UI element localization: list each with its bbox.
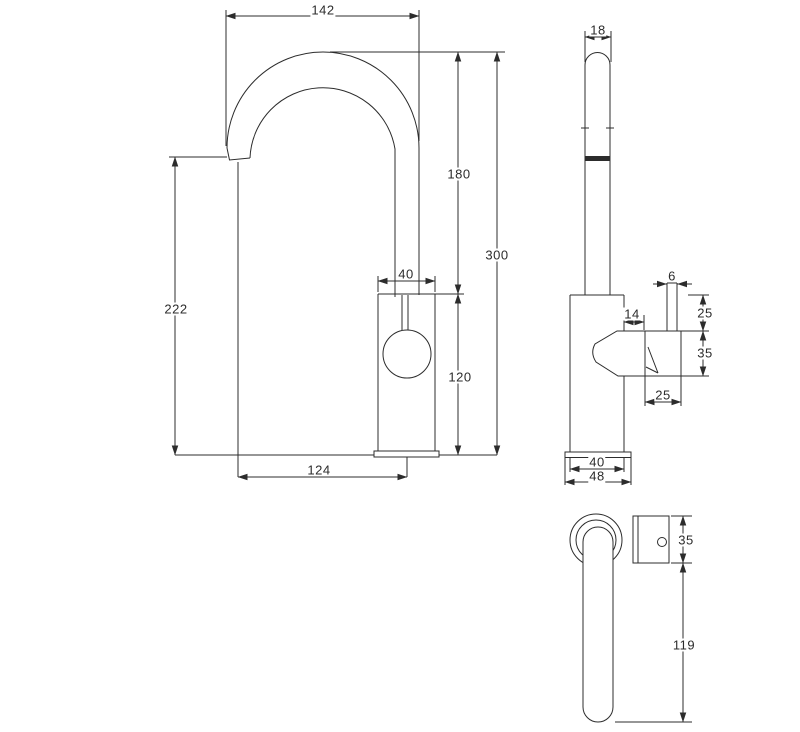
spout-outer-curve	[226, 51, 420, 295]
dim-handle-hub-depth: 35	[677, 532, 695, 548]
spout-inner-curve	[249, 87, 396, 297]
dim-handle-block-height: 35	[696, 345, 714, 361]
dim-spout-tube-diameter: 18	[589, 22, 607, 38]
side-view	[564, 31, 709, 486]
side-extension-lines	[564, 31, 709, 485]
front-view	[169, 10, 505, 481]
top-outline	[569, 513, 670, 723]
top-view	[569, 513, 692, 723]
side-spout-tube	[584, 65, 611, 295]
dim-body-diameter: 40	[397, 266, 415, 282]
dim-base-flange-width: 48	[588, 468, 606, 484]
front-faucet-outline	[226, 51, 440, 458]
top-lever	[582, 526, 614, 723]
dim-spout-rise: 180	[446, 166, 472, 182]
front-dimension-lines	[171, 12, 501, 481]
dim-spout-reach: 124	[306, 462, 332, 478]
front-base-plate	[373, 450, 440, 458]
front-cartridge-stem	[401, 295, 409, 331]
dim-overall-height: 300	[484, 247, 510, 263]
front-handle-ball	[382, 329, 432, 379]
spout-tip	[226, 147, 251, 161]
side-spout-dome	[584, 52, 611, 66]
dim-handle-pin-width: 6	[667, 268, 677, 284]
side-handle-wedge	[592, 330, 645, 377]
dim-body-height: 120	[447, 369, 473, 385]
dim-outlet-height: 222	[163, 301, 189, 317]
side-aerator-band	[584, 156, 611, 161]
top-handle-hub	[632, 515, 670, 564]
side-dimension-lines	[564, 33, 707, 486]
side-handle-pin	[666, 282, 678, 331]
dim-spout-span: 142	[310, 2, 336, 18]
dim-handle-hub-width: 14	[623, 306, 641, 322]
dim-lever-length: 119	[671, 637, 697, 653]
side-lever-hint	[645, 346, 659, 374]
dim-handle-block-width: 25	[654, 387, 672, 403]
front-extension-lines	[169, 10, 505, 477]
top-hub-hole	[657, 537, 667, 547]
dim-base-width: 40	[588, 454, 606, 470]
dim-handle-pin-height: 25	[696, 305, 714, 321]
